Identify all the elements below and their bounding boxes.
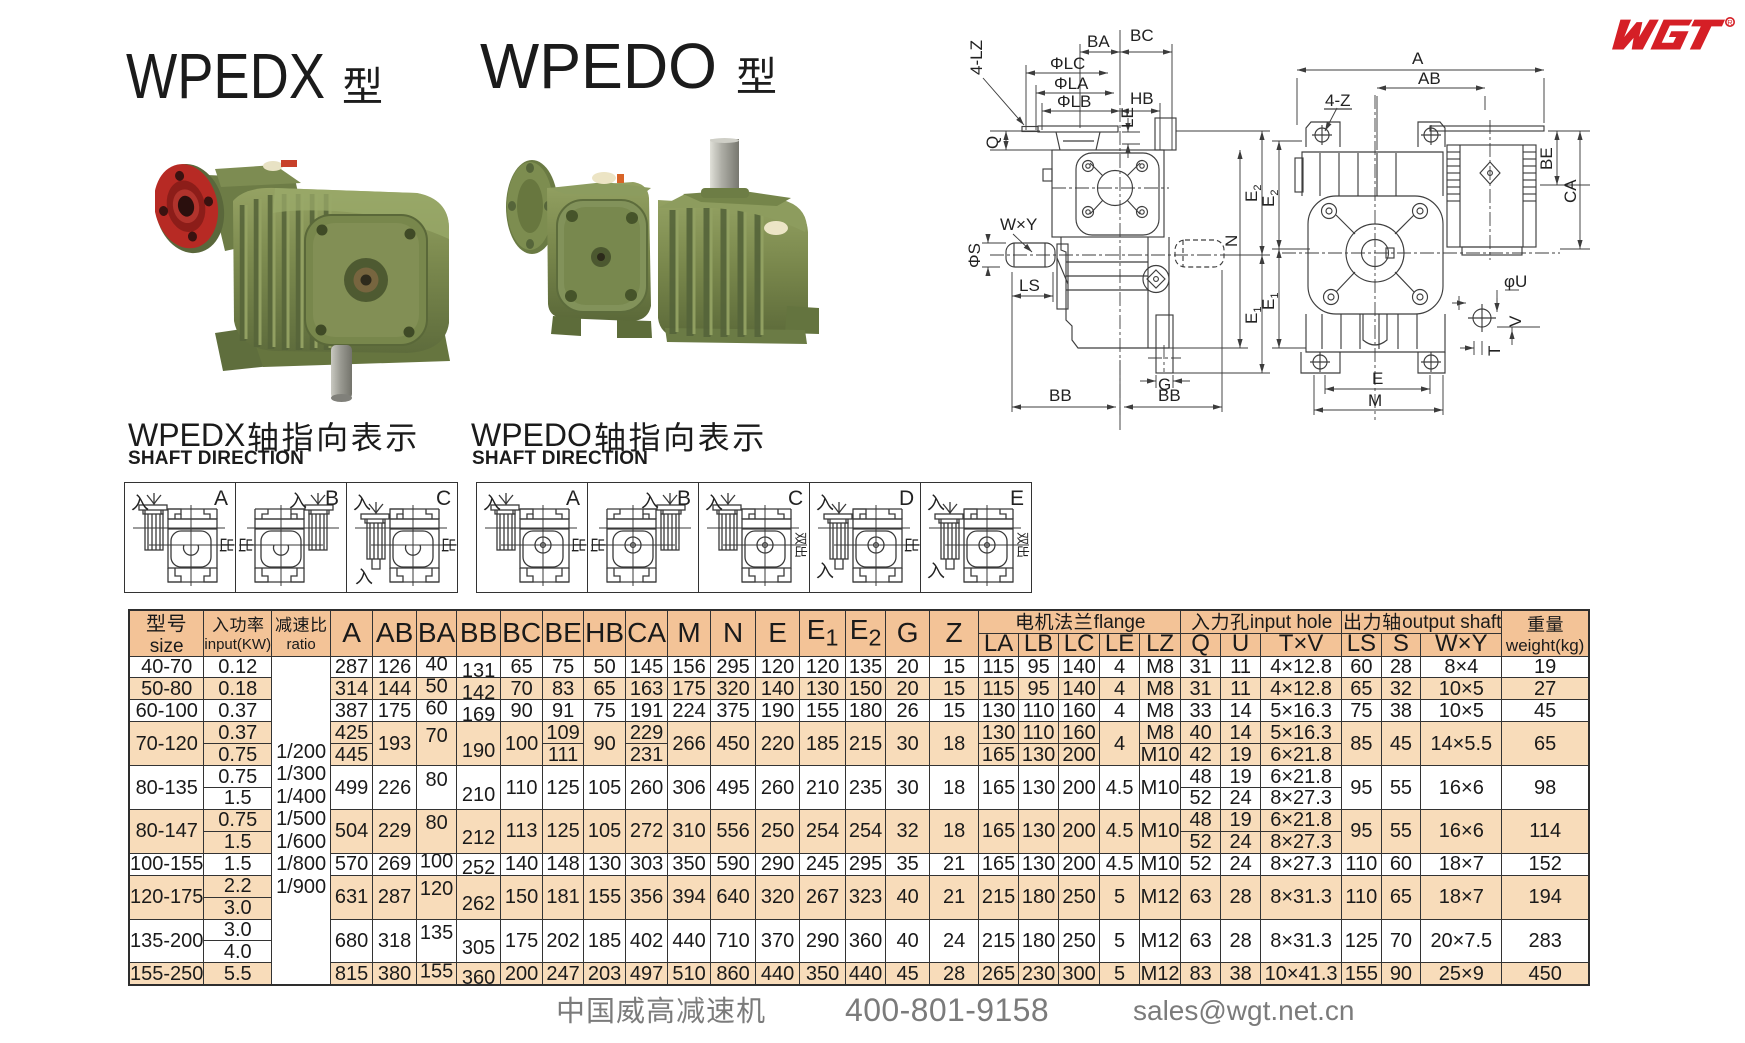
svg-text:AB: AB (1418, 69, 1441, 88)
svg-text:ΦLA: ΦLA (1054, 74, 1089, 93)
svg-text:W×Y: W×Y (1000, 215, 1037, 234)
svg-text:R: R (1727, 18, 1733, 27)
svg-text:D: D (899, 487, 914, 510)
svg-text:Q: Q (983, 136, 1002, 149)
svg-text:B: B (325, 487, 339, 510)
svg-text:A: A (214, 487, 228, 510)
svg-text:G: G (1158, 375, 1171, 394)
svg-text:CA: CA (1561, 179, 1580, 203)
svg-text:T: T (1485, 346, 1504, 356)
svg-text:LE: LE (1118, 107, 1137, 128)
svg-text:N: N (1222, 235, 1241, 247)
svg-text:E2: E2 (1259, 190, 1281, 207)
svg-text:M: M (1368, 391, 1382, 410)
svg-text:E: E (1372, 369, 1383, 388)
svg-text:BC: BC (1130, 26, 1154, 45)
svg-text:BB: BB (1158, 386, 1181, 405)
svg-text:φU: φU (1504, 272, 1527, 291)
svg-text:BB: BB (1049, 386, 1072, 405)
svg-text:C: C (436, 487, 451, 510)
svg-text:C: C (788, 487, 803, 510)
svg-text:ΦLC: ΦLC (1050, 54, 1085, 73)
svg-text:B: B (677, 487, 691, 510)
svg-text:V: V (1506, 315, 1525, 327)
svg-text:4-LZ: 4-LZ (967, 40, 986, 75)
svg-text:A: A (1412, 49, 1424, 68)
svg-text:4-Z: 4-Z (1325, 91, 1351, 110)
svg-text:BE: BE (1537, 147, 1556, 170)
svg-text:E: E (1010, 487, 1024, 510)
svg-text:ΦS: ΦS (965, 243, 984, 268)
svg-text:ΦLB: ΦLB (1057, 92, 1091, 111)
svg-text:HB: HB (1130, 89, 1154, 108)
svg-text:A: A (566, 487, 580, 510)
svg-text:LS: LS (1019, 276, 1040, 295)
svg-text:BA: BA (1087, 32, 1110, 51)
svg-text:E1: E1 (1259, 293, 1281, 310)
